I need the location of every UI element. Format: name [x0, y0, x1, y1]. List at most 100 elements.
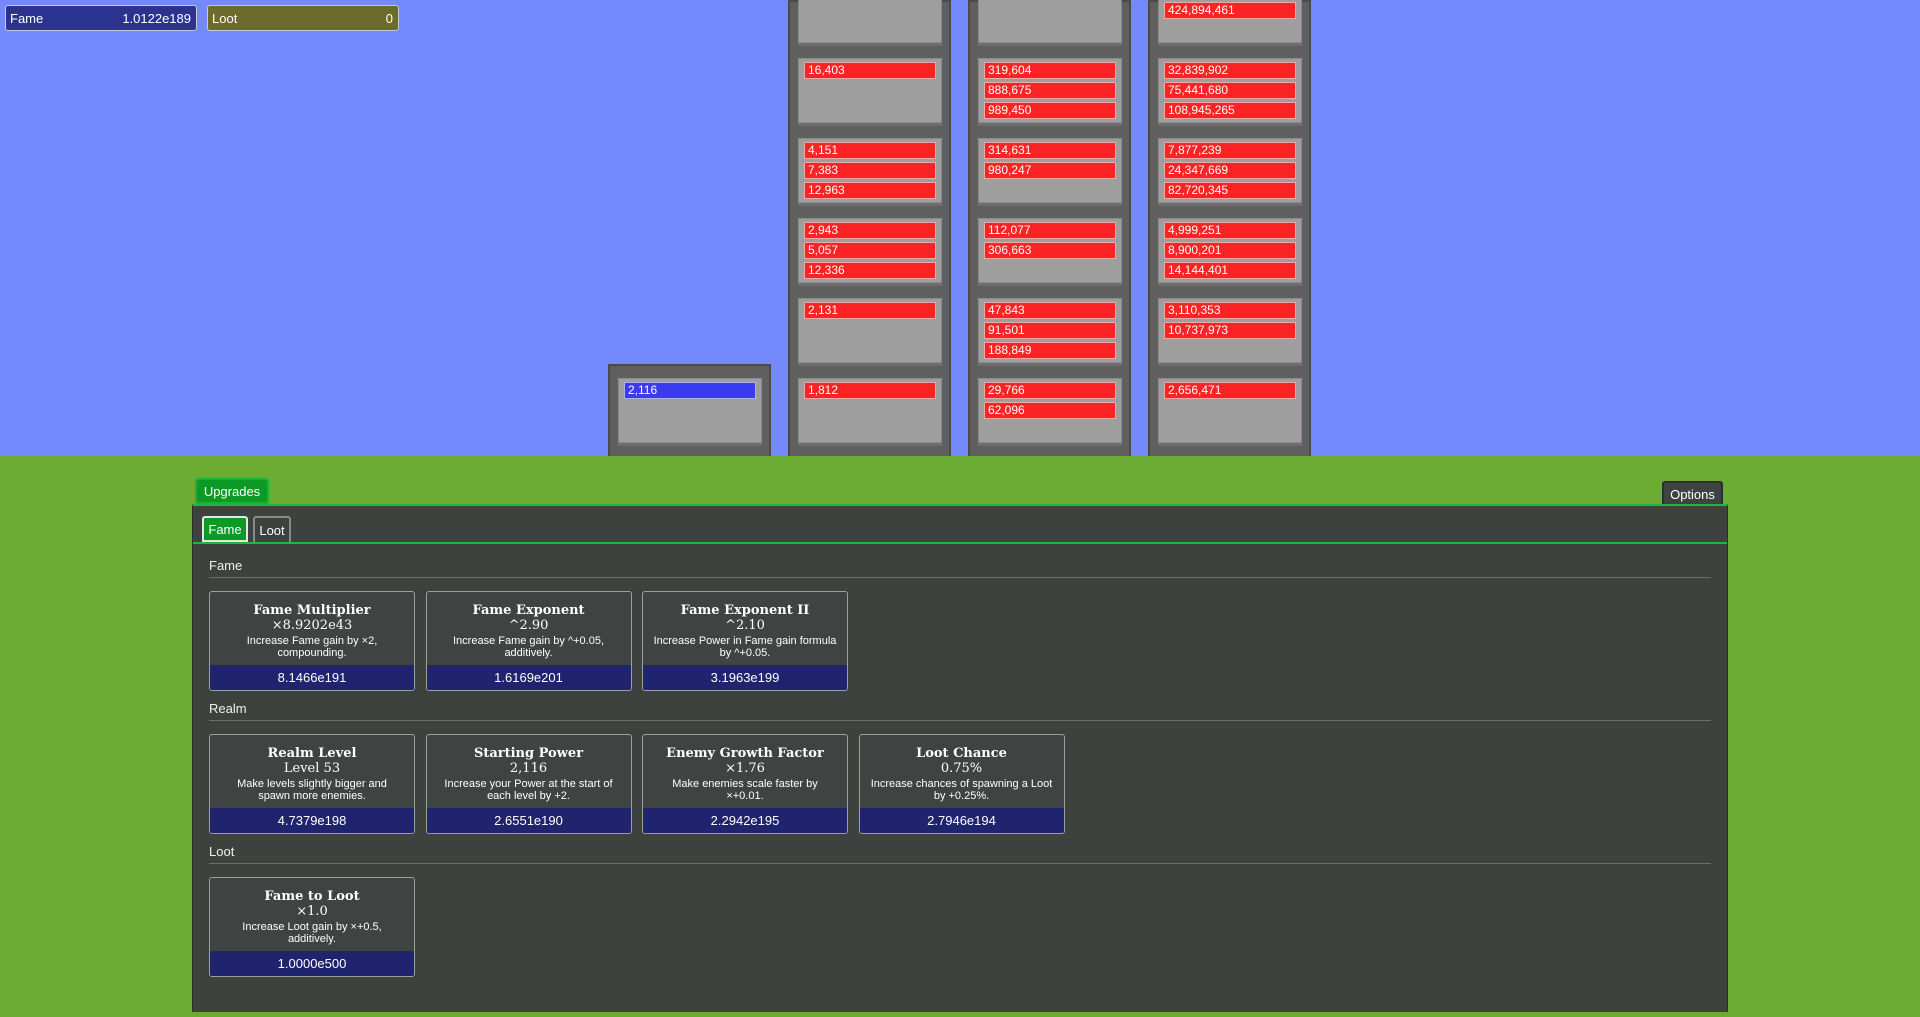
- enemy-unit[interactable]: 7,877,239: [1164, 142, 1296, 159]
- enemy-unit[interactable]: 2,943: [804, 222, 936, 239]
- upgrade-name: Loot Chance: [916, 746, 1007, 761]
- enemy-unit[interactable]: 306,663: [984, 242, 1116, 259]
- subtab-loot[interactable]: Loot: [253, 516, 291, 542]
- upgrade-value: 0.75%: [940, 761, 983, 776]
- tower-floor: 7,877,239 24,347,669 82,720,345: [1158, 138, 1302, 206]
- enemy-unit[interactable]: 12,336: [804, 262, 936, 279]
- tower-floor: 32,839,902 75,441,680 108,945,265: [1158, 58, 1302, 126]
- upgrade-value: ^2.10: [725, 618, 765, 633]
- enemy-unit[interactable]: 4,999,251: [1164, 222, 1296, 239]
- player-unit[interactable]: 2,116: [624, 382, 756, 399]
- upgrade-value: ×8.9202e43: [271, 618, 353, 633]
- upgrade-description: Increase Loot gain by ×+0.5, additively.: [242, 921, 382, 945]
- enemy-unit[interactable]: 91,501: [984, 322, 1116, 339]
- upgrade-name: Enemy Growth Factor: [666, 746, 824, 761]
- enemy-unit[interactable]: 16,403: [804, 62, 936, 79]
- enemy-unit[interactable]: 1,812: [804, 382, 936, 399]
- upgrade-name: Fame to Loot: [264, 889, 360, 904]
- section-title-fame: Fame: [209, 558, 243, 573]
- enemy-unit[interactable]: 4,151: [804, 142, 936, 159]
- enemy-unit[interactable]: 24,347,669: [1164, 162, 1296, 179]
- enemy-unit[interactable]: 29,766: [984, 382, 1116, 399]
- loot-label: Loot: [212, 10, 238, 26]
- section-divider: [209, 720, 1711, 721]
- upgrade-name: Fame Exponent: [472, 603, 585, 618]
- enemy-unit[interactable]: 12,963: [804, 182, 936, 199]
- upgrade-value: ^2.90: [508, 618, 549, 633]
- player-floor: 2,116: [618, 378, 762, 446]
- enemy-unit[interactable]: 82,720,345: [1164, 182, 1296, 199]
- upgrade-cost[interactable]: 1.6169e201: [426, 665, 631, 690]
- enemy-tower: 1,321,394319,604888,675989,450314,631980…: [968, 0, 1131, 456]
- upgrade-description: Increase Fame gain by ×2, compounding.: [246, 635, 378, 659]
- loot-counter: Loot 0: [207, 5, 399, 31]
- enemy-unit[interactable]: 62,096: [984, 402, 1116, 419]
- tower-floor: 16,403: [798, 58, 942, 126]
- tower-floor: 314,631 980,247: [978, 138, 1122, 206]
- enemy-unit[interactable]: 2,131: [804, 302, 936, 319]
- tower-floor: 47,843 91,501 188,849: [978, 298, 1122, 366]
- enemy-unit[interactable]: 314,631: [984, 142, 1116, 159]
- enemy-unit[interactable]: 112,077: [984, 222, 1116, 239]
- enemy-unit[interactable]: 7,383: [804, 162, 936, 179]
- tab-upgrades[interactable]: Upgrades: [195, 478, 269, 504]
- enemy-unit[interactable]: 3,110,353: [1164, 302, 1296, 319]
- enemy-unit[interactable]: 424,894,461: [1164, 2, 1296, 19]
- loot-value: 0: [385, 10, 393, 26]
- enemy-unit[interactable]: 10,737,973: [1164, 322, 1296, 339]
- enemy-unit[interactable]: 47,843: [984, 302, 1116, 319]
- enemy-unit[interactable]: 188,849: [984, 342, 1116, 359]
- upgrade-value: ×1.76: [725, 761, 765, 776]
- tower-floor: 4,151 7,383 12,963: [798, 138, 942, 206]
- player-tower: 2,116: [608, 364, 771, 456]
- tower-floor: 112,077 306,663: [978, 218, 1122, 286]
- tower-floor: [798, 0, 942, 46]
- upgrade-name: Starting Power: [473, 746, 584, 761]
- enemy-unit[interactable]: 888,675: [984, 82, 1116, 99]
- upgrade-cost[interactable]: 1.0000e500: [210, 951, 414, 976]
- upgrade-description: Increase Power in Fame gain formula by ^…: [653, 635, 837, 659]
- enemy-unit[interactable]: 989,450: [984, 102, 1116, 119]
- enemy-unit[interactable]: 32,839,902: [1164, 62, 1296, 79]
- enemy-unit[interactable]: 14,144,401: [1164, 262, 1296, 279]
- upgrades-panel: Fame Loot Fame Fame Multiplier×8.9202e43…: [192, 504, 1728, 1012]
- upgrade-cost[interactable]: 8.1466e191: [210, 665, 414, 690]
- enemy-tower: 168,016,306424,894,461 32,839,902 75,441,6…: [1148, 0, 1311, 456]
- tower-floor: 3,110,353 10,737,973: [1158, 298, 1302, 366]
- upgrade-cost[interactable]: 2.2942e195: [643, 808, 847, 833]
- enemy-unit[interactable]: 108,945,265: [1164, 102, 1296, 119]
- subtab-divider: [193, 542, 1727, 544]
- section-divider: [209, 577, 1711, 578]
- fame-counter: Fame 1.0122e189: [5, 5, 197, 31]
- enemy-unit[interactable]: 8,900,201: [1164, 242, 1296, 259]
- tower-floor: 29,766 62,096: [978, 378, 1122, 446]
- upgrade-name: Fame Exponent II: [680, 603, 810, 618]
- upgrade-cost[interactable]: 2.7946e194: [859, 808, 1064, 833]
- upgrade-description: Make enemies scale faster by ×+0.01.: [672, 778, 818, 802]
- enemy-unit[interactable]: 980,247: [984, 162, 1116, 179]
- enemy-tower: 16,403 4,151 7,383 12,963 2,943 5,057 12,336 2,…: [788, 0, 951, 456]
- upgrade-description: Make levels slightly bigger and spawn mo…: [237, 778, 387, 802]
- subtab-fame[interactable]: Fame: [202, 516, 248, 542]
- upgrade-value: ×1.0: [296, 904, 328, 919]
- tower-floor: 168,016,306424,894,461: [1158, 0, 1302, 46]
- upgrade-cost[interactable]: 2.6551e190: [426, 808, 631, 833]
- enemy-unit[interactable]: 5,057: [804, 242, 936, 259]
- enemy-unit[interactable]: 2,656,471: [1164, 382, 1296, 399]
- upgrade-cost[interactable]: 3.1963e199: [643, 665, 847, 690]
- upgrade-description: Increase your Power at the start of each…: [444, 778, 613, 802]
- enemy-unit[interactable]: 75,441,680: [1164, 82, 1296, 99]
- enemy-unit[interactable]: 319,604: [984, 62, 1116, 79]
- tower-floor: 319,604 888,675 989,450: [978, 58, 1122, 126]
- tower-floor: 4,999,251 8,900,201 14,144,401: [1158, 218, 1302, 286]
- upgrade-cost[interactable]: 4.7379e198: [210, 808, 414, 833]
- section-title-realm: Realm: [209, 701, 247, 716]
